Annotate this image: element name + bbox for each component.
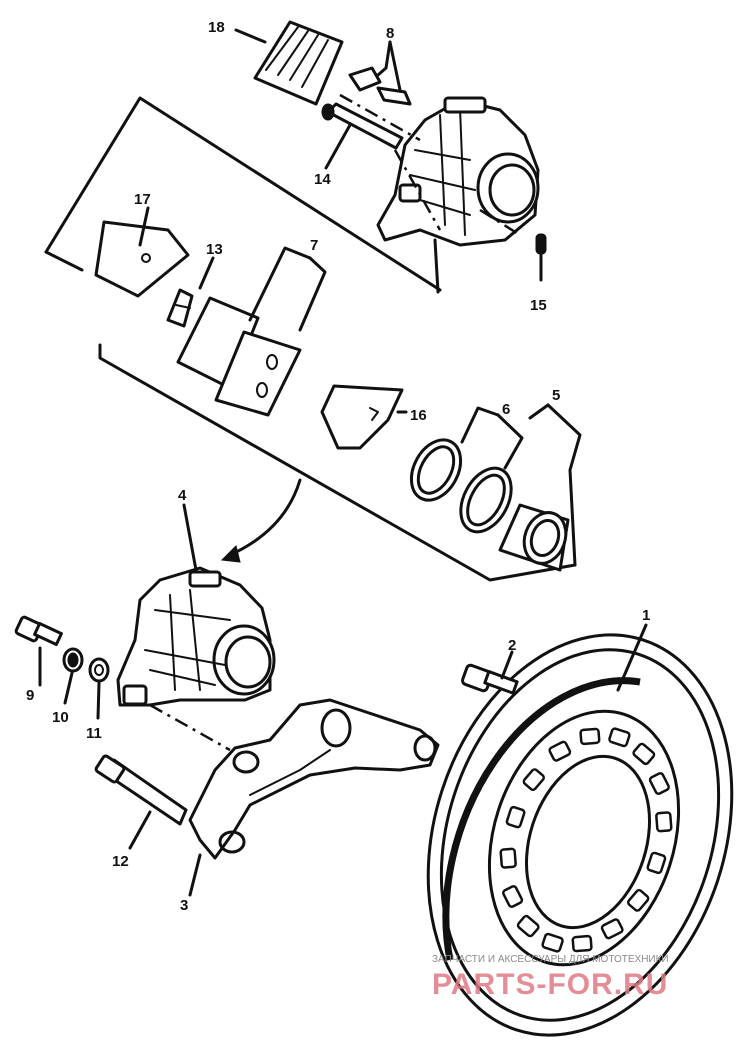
watermark-brand: PARTS-FOR.RU: [432, 968, 668, 1001]
caliper-body: [376, 96, 540, 247]
disc-vent-hole: [648, 772, 670, 795]
brake-pads-7: [176, 296, 302, 417]
callout-18: 18: [208, 19, 225, 36]
callout-numbers: 1 2 3 4 5 6 7 8 9 10 11 12 13 14 15 16 1…: [26, 19, 650, 914]
callout-17: 17: [134, 191, 151, 208]
disc-vent-hole: [627, 888, 650, 912]
disc-vent-hole: [655, 811, 673, 833]
cap-15: [535, 233, 547, 282]
piston-5: [498, 503, 570, 572]
callout-13: 13: [206, 241, 223, 258]
callout-8: 8: [386, 25, 394, 42]
slide-pin-12: [94, 754, 188, 826]
bleeder-8: [348, 66, 412, 106]
bolt-9: [14, 615, 63, 647]
disc-vent-hole: [541, 932, 564, 953]
caliper-bracket: [188, 698, 440, 860]
callout-11: 11: [86, 725, 102, 742]
disc-vent-hole: [502, 885, 524, 908]
disc-vent-hole: [600, 918, 624, 940]
callout-4: 4: [178, 487, 187, 504]
callout-12: 12: [112, 853, 129, 870]
clip-13: [166, 288, 194, 328]
washer-10: [62, 647, 84, 673]
callout-5: 5: [552, 387, 560, 404]
callout-9: 9: [26, 687, 34, 704]
disc-vent-hole: [608, 727, 631, 748]
shim-17: [94, 220, 190, 298]
caliper-assembly: [116, 566, 276, 707]
callout-2: 2: [508, 637, 516, 654]
callout-10: 10: [52, 709, 69, 726]
disc-vent-hole: [505, 805, 526, 829]
callout-6: 6: [502, 401, 510, 418]
disc-vent-hole: [516, 914, 540, 938]
disc-vent-hole: [571, 934, 593, 953]
group-leader-lines: [248, 40, 582, 567]
assembly-arrow: [220, 478, 302, 563]
alignment-lines: [149, 93, 521, 752]
callout-7: 7: [310, 237, 318, 254]
disc-vent-hole: [646, 851, 667, 875]
shim-16: [320, 384, 404, 450]
callout-15: 15: [530, 297, 547, 314]
piston-seal-6b: [459, 466, 513, 534]
disc-vent-hole: [522, 768, 545, 792]
callout-1: 1: [642, 607, 650, 624]
brake-disc: [426, 633, 734, 1037]
disc-vent-hole: [579, 727, 601, 746]
callout-leaders: [38, 28, 648, 897]
caliper-kit-bracket: [44, 96, 577, 582]
callout-16: 16: [410, 407, 427, 424]
watermark: ЗАПЧАСТИ И АКСЕССУАРЫ ДЛЯ МОТОТЕХНИКИ PA…: [432, 954, 669, 1001]
watermark-caption: ЗАПЧАСТИ И АКСЕССУАРЫ ДЛЯ МОТОТЕХНИКИ: [432, 954, 669, 965]
piston-seal-6a: [409, 438, 463, 502]
washer-11: [88, 657, 110, 683]
disc-vent-hole: [499, 847, 517, 869]
pin-14: [321, 102, 404, 150]
disc-vent-holes: [499, 727, 673, 953]
callout-14: 14: [314, 171, 331, 188]
disc-vent-hole: [548, 740, 572, 762]
bolt-2: [460, 663, 519, 695]
callout-3: 3: [180, 897, 188, 914]
disc-vent-hole: [632, 742, 656, 766]
pad-spring-18: [253, 20, 344, 106]
